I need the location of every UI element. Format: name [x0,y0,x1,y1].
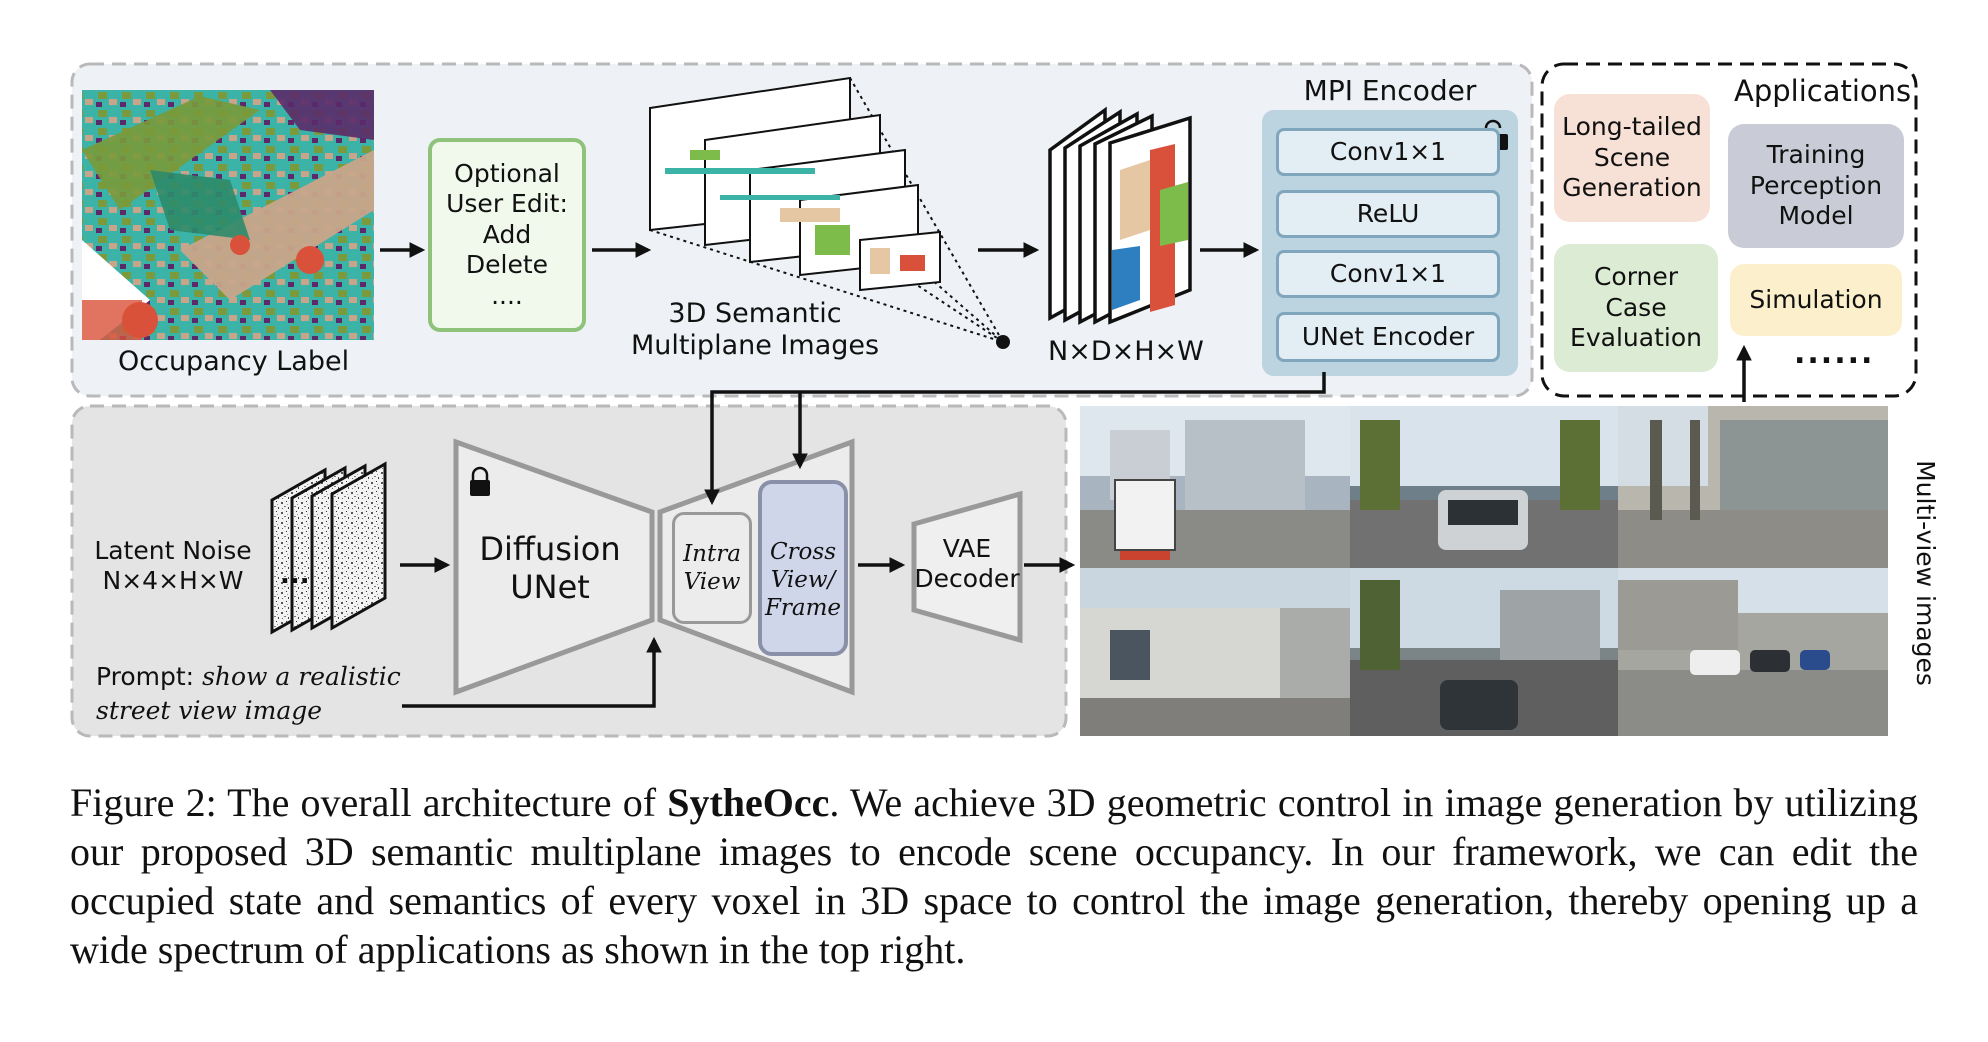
prompt-prefix: Prompt: [96,662,203,691]
latent-noise-line-2: N×4×H×W [102,566,244,595]
view-back-right [1618,568,1888,736]
latent-noise-label: Latent Noise N×4×H×W [88,536,258,596]
applications-title: Applications [1734,74,1912,108]
app-training-perception: Training Perception Model [1728,124,1904,248]
view-front-right [1618,406,1888,568]
diffusion-unet [453,438,655,696]
mpi-encoder-title: MPI Encoder [1303,74,1477,107]
user-edit-line-2: User Edit: [446,189,568,219]
prompt-text: Prompt: show a realistic street view ima… [96,660,401,728]
arrow-encoder-to-intra [704,372,1326,506]
app-simulation: Simulation [1730,264,1902,336]
user-edit-line-3: Add [482,219,532,249]
intra-view-block: Intra View [672,512,752,624]
view-back-left [1080,568,1350,736]
intra-line-1: Intra [683,540,741,567]
tensor-shape-label: N×D×H×W [1048,336,1204,367]
cross-line-1: Cross [769,538,837,565]
diffusion-line-2: UNet [510,568,590,607]
app-corner-case: Corner Case Evaluation [1554,244,1718,372]
vae-line-1: VAE [942,534,992,563]
latent-noise-stack [270,461,387,635]
cross-view-block: Cross View/ Frame [758,480,848,656]
arrow-prompt-to-unet [402,636,662,708]
app-long-tailed: Long-tailed Scene Generation [1554,94,1710,222]
mpi-encoder [1262,110,1518,376]
view-front-left [1080,406,1350,568]
caption-rest: . We achieve 3D geometric control in ima… [70,780,1918,972]
user-edit-line-1: Optional [454,158,560,188]
multi-view-label: Multi-view images [1911,460,1940,686]
applications-ellipsis: ...... [1794,336,1875,371]
mpi-tensor-stack [1048,106,1192,325]
cross-line-3: Frame [764,595,842,622]
latent-noise-line-1: Latent Noise [94,536,252,565]
figure-caption: Figure 2: The overall architecture of Sy… [70,778,1918,974]
occupancy-image [82,90,374,340]
multi-view-images [1080,406,1888,736]
encoder-layer-relu: ReLU [1276,190,1500,238]
vae-line-2: Decoder [914,564,1020,593]
vae-decoder-label: VAE Decoder [912,534,1022,594]
prompt-line-1: show a realistic [202,662,401,691]
user-edit-line-5: .... [491,280,523,310]
vae-decoder [911,490,1023,644]
occupancy-label: Occupancy Label [118,346,350,377]
caption-bold: SytheOcc [667,780,830,825]
diffusion-line-1: Diffusion [479,530,621,568]
diffusion-unet-label: Diffusion UNet [470,530,630,607]
caption-prefix: Figure 2: The overall architecture of [70,780,668,825]
mpi-label-line-1: 3D Semantic [668,298,842,329]
encoder-layer-conv1: Conv1×1 [1276,128,1500,176]
mpi-label-line-2: Multiplane Images [630,330,880,362]
cross-line-2: View/ [770,566,836,593]
lock-icon [470,466,490,496]
mpi-label: 3D Semantic Multiplane Images [630,298,880,363]
intra-line-2: View [683,569,741,595]
multiplane-images [649,76,1010,349]
user-edit-box: Optional User Edit: Add Delete .... [428,138,586,332]
noise-dots: ... [280,560,310,590]
view-back [1350,568,1618,736]
user-edit-line-4: Delete [465,250,549,280]
encoder-layer-conv2: Conv1×1 [1276,250,1500,298]
view-front [1350,406,1618,568]
encoder-layer-unet-encoder: UNet Encoder [1276,312,1500,362]
prompt-line-2: street view image [96,696,323,725]
